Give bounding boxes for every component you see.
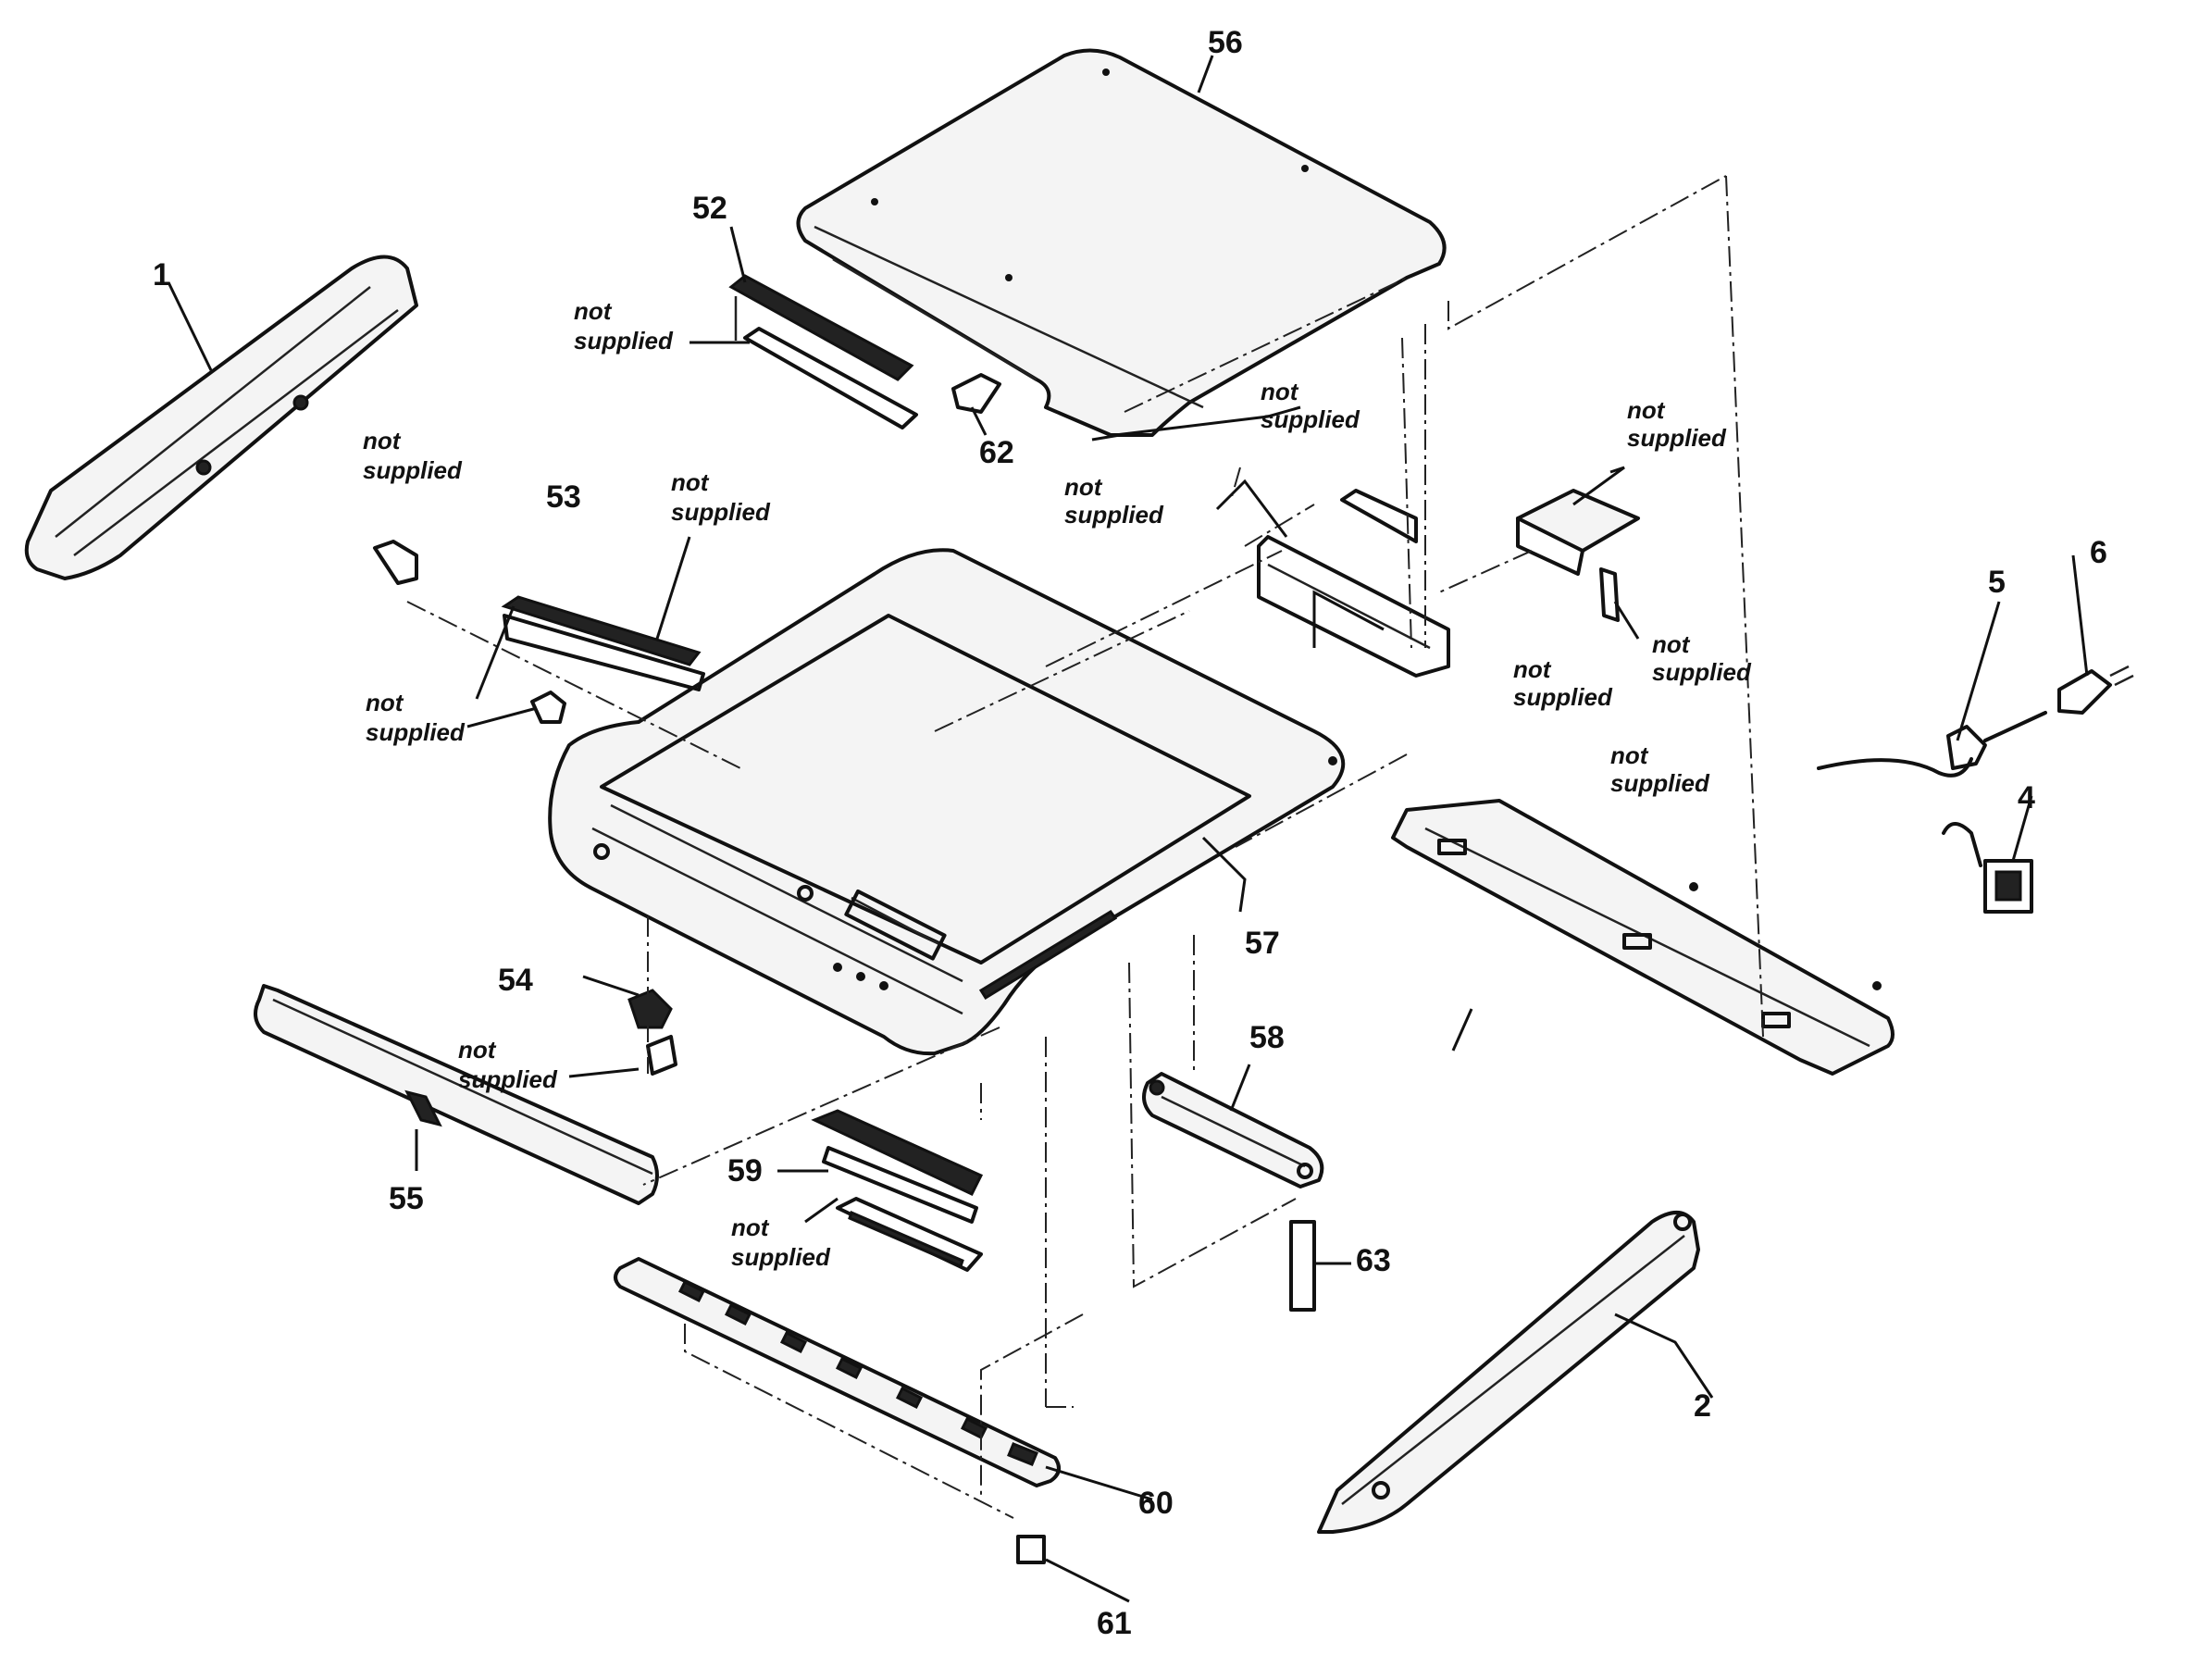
svg-text:supplied: supplied (731, 1243, 831, 1271)
svg-text:supplied: supplied (366, 718, 466, 746)
part-58-bracket (1142, 1072, 1324, 1188)
part-57-main-chassis (548, 548, 1346, 1056)
not-supplied-base-rail: not supplied (1610, 741, 1710, 797)
not-supplied-near-52: not supplied (574, 297, 674, 355)
svg-text:supplied: supplied (671, 498, 771, 526)
svg-text:not: not (1652, 630, 1691, 658)
part-53-bracket (501, 595, 705, 691)
not-supplied-left-top: not supplied (363, 427, 463, 484)
not-supplied-callouts: not supplied not supplied not supplied n… (363, 297, 1752, 1271)
svg-text:supplied: supplied (1513, 683, 1613, 711)
label-part-2: 2 (1694, 1388, 1711, 1424)
board-strip (836, 1197, 983, 1272)
part-56-top-cover (796, 48, 1447, 437)
not-supplied-near-59: not supplied (731, 1213, 831, 1271)
svg-text:supplied: supplied (363, 456, 463, 484)
svg-text:not: not (363, 427, 402, 454)
label-part-6: 6 (2090, 535, 2107, 570)
leader-lines (167, 55, 2089, 1603)
label-part-58: 58 (1249, 1020, 1285, 1055)
svg-text:not: not (1610, 741, 1649, 769)
svg-text:supplied: supplied (1610, 769, 1710, 797)
part-54-switch (627, 989, 677, 1076)
label-part-60: 60 (1138, 1486, 1174, 1521)
not-supplied-near-56: not supplied (1064, 473, 1164, 529)
label-part-54: 54 (498, 963, 533, 998)
svg-text:not: not (574, 297, 613, 325)
label-part-4: 4 (2018, 780, 2035, 815)
not-supplied-center-right: not supplied (1261, 378, 1360, 433)
label-part-63: 63 (1356, 1243, 1391, 1278)
not-supplied-right-clip: not supplied (1652, 630, 1752, 686)
part-60-bottom-rail (614, 1257, 1061, 1487)
assembly-guide-lines (406, 175, 1764, 1519)
svg-text:not: not (1064, 473, 1103, 501)
svg-text:supplied: supplied (1652, 658, 1752, 686)
part-52-bracket (728, 274, 918, 429)
svg-text:supplied: supplied (1064, 501, 1164, 529)
part-62-clip (951, 373, 1001, 414)
label-part-52: 52 (692, 191, 727, 226)
label-part-57: 57 (1245, 926, 1280, 961)
svg-text:not: not (1261, 378, 1299, 405)
not-supplied-center-bracket: not supplied (1513, 655, 1613, 711)
svg-text:not: not (458, 1036, 497, 1064)
label-part-55: 55 (389, 1181, 424, 1216)
part-4-adapter (1942, 822, 2033, 914)
not-supplied-box: not supplied (1627, 396, 1727, 452)
svg-text:not: not (731, 1213, 770, 1241)
label-part-62: 62 (979, 435, 1014, 470)
svg-text:not: not (366, 689, 404, 716)
part-55-front-strip (254, 984, 659, 1205)
part-59-board (811, 1109, 984, 1224)
part-2-right-side-panel (1317, 1211, 1700, 1534)
label-part-53: 53 (546, 479, 581, 515)
right-bracket (1257, 489, 1450, 678)
part-61-foot (1016, 1535, 1046, 1564)
part-63-cable (1289, 1220, 1316, 1312)
svg-text:not: not (1627, 396, 1666, 424)
part-1-left-side-panel (24, 255, 418, 580)
svg-text:supplied: supplied (574, 327, 674, 355)
svg-text:supplied: supplied (458, 1065, 558, 1093)
label-part-56: 56 (1208, 25, 1243, 60)
not-supplied-near-53: not supplied (671, 468, 771, 526)
not-supplied-near-54: not supplied (458, 1036, 558, 1093)
svg-text:not: not (671, 468, 710, 496)
label-part-61: 61 (1097, 1606, 1132, 1641)
label-part-59: 59 (727, 1153, 763, 1188)
label-part-5: 5 (1988, 565, 2006, 600)
not-supplied-left-mid: not supplied (366, 689, 466, 746)
right-box (1516, 489, 1640, 622)
svg-text:supplied: supplied (1627, 424, 1727, 452)
rear-base-rail (1391, 799, 1895, 1076)
left-small-parts (373, 540, 566, 724)
svg-text:not: not (1513, 655, 1552, 683)
part-number-labels: 1 56 52 62 53 57 54 55 58 59 63 2 60 61 … (153, 25, 2107, 1641)
label-part-1: 1 (153, 257, 170, 292)
svg-text:supplied: supplied (1261, 405, 1360, 433)
